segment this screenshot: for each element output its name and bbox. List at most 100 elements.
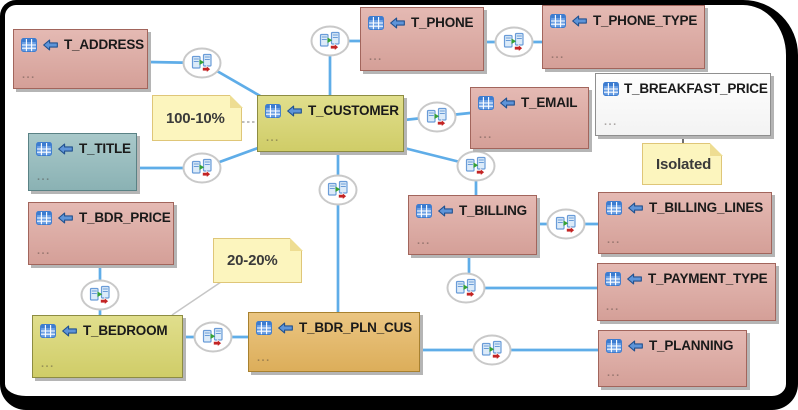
table-icon <box>603 82 619 97</box>
table-icon <box>21 38 37 53</box>
entity-title-row: T_BEDROOM <box>33 316 182 339</box>
shortcut-arrow-icon <box>43 39 58 51</box>
entity-t_payment_type[interactable]: T_PAYMENT_TYPE... <box>597 263 776 321</box>
link-green-arrow-icon <box>473 162 479 168</box>
entity-t_bdr_price[interactable]: T_BDR_PRICE... <box>28 202 174 265</box>
shortcut-arrow-icon <box>58 143 73 155</box>
entity-label: T_ADDRESS <box>64 37 144 52</box>
table-icon <box>36 142 52 157</box>
entity-t_email[interactable]: T_EMAIL... <box>470 87 589 149</box>
link-card-lines <box>193 56 210 62</box>
reference-link-icon[interactable] <box>182 47 222 79</box>
note-20-20[interactable]: 20-20% <box>213 237 303 283</box>
link-green-arrow-icon <box>327 37 333 43</box>
entity-t_breakfast_price[interactable]: T_BREAKFAST_PRICE... <box>595 73 771 136</box>
entity-title-row: T_ADDRESS <box>14 30 147 53</box>
table-icon <box>606 339 622 354</box>
link-red-arrow-icon <box>466 290 475 299</box>
reference-link-icon[interactable] <box>182 152 222 184</box>
reference-link-icon[interactable] <box>318 174 358 206</box>
shortcut-arrow-icon <box>628 340 643 352</box>
entity-t_phone_type[interactable]: T_PHONE_TYPE... <box>542 5 705 69</box>
note-link-notelink-20-20-bedroom <box>171 281 222 316</box>
entity-label: T_TITLE <box>79 141 131 156</box>
entity-label: T_PHONE <box>411 15 474 30</box>
entity-label: T_PAYMENT_TYPE <box>648 271 768 286</box>
entity-attributes-placeholder: ... <box>369 51 383 63</box>
entity-label: T_BEDROOM <box>83 323 168 338</box>
note-label: Isolated <box>656 155 712 173</box>
entity-t_planning[interactable]: T_PLANNING... <box>598 330 747 387</box>
table-icon <box>416 204 432 219</box>
note-isolated[interactable]: Isolated <box>642 142 723 185</box>
entity-attributes-placeholder: ... <box>41 358 55 370</box>
link-red-arrow-icon <box>213 339 222 348</box>
table-icon <box>605 272 621 287</box>
entity-t_address[interactable]: T_ADDRESS... <box>13 29 148 89</box>
link-green-arrow-icon <box>199 59 205 65</box>
shortcut-arrow-icon <box>500 97 515 109</box>
link-green-arrow-icon <box>97 291 103 297</box>
reference-link-icon[interactable] <box>80 279 120 311</box>
entity-title-row: T_PLANNING <box>599 331 746 354</box>
link-red-arrow-icon <box>566 226 575 235</box>
reference-link-icon[interactable] <box>456 150 496 182</box>
shortcut-arrow-icon <box>278 322 293 334</box>
link-red-arrow-icon <box>330 43 339 52</box>
entity-attributes-placeholder: ... <box>604 116 618 128</box>
table-icon <box>256 321 272 336</box>
entity-label: T_BREAKFAST_PRICE <box>624 81 768 96</box>
entity-t_phone[interactable]: T_PHONE... <box>360 7 484 71</box>
entity-attributes-placeholder: ... <box>37 171 51 183</box>
link-red-arrow-icon <box>338 192 347 201</box>
entity-t_title[interactable]: T_TITLE... <box>28 133 137 191</box>
reference-link-icon[interactable] <box>446 272 486 304</box>
entity-title-row: T_CUSTOMER <box>258 96 403 119</box>
entity-title-row: T_BILLING_LINES <box>599 193 771 216</box>
entity-t_billing[interactable]: T_BILLING... <box>408 195 537 255</box>
entity-t_bedroom[interactable]: T_BEDROOM... <box>32 315 183 378</box>
note-100-10[interactable]: 100-10% <box>152 94 243 141</box>
entity-label: T_BILLING_LINES <box>649 200 764 215</box>
entity-attributes-placeholder: ... <box>417 235 431 247</box>
link-green-arrow-icon <box>335 186 341 192</box>
entity-title-row: T_BDR_PRICE <box>29 203 173 226</box>
reference-link-icon[interactable] <box>310 25 350 57</box>
entity-attributes-placeholder: ... <box>22 69 36 81</box>
link-card-lines <box>467 159 484 165</box>
shortcut-arrow-icon <box>627 273 642 285</box>
entity-label: T_BDR_PRICE <box>79 210 171 225</box>
link-card-lines <box>321 34 338 40</box>
entity-title-row: T_PHONE_TYPE <box>543 6 704 29</box>
entity-attributes-placeholder: ... <box>479 129 493 141</box>
link-red-arrow-icon <box>202 65 211 74</box>
entity-t_customer[interactable]: T_CUSTOMER... <box>257 95 404 152</box>
table-icon <box>606 201 622 216</box>
reference-link-icon[interactable] <box>494 26 534 58</box>
table-icon <box>478 96 494 111</box>
entity-title-row: T_PAYMENT_TYPE <box>598 264 775 287</box>
link-green-arrow-icon <box>511 38 517 44</box>
reference-link-icon[interactable] <box>193 321 233 353</box>
table-icon <box>550 14 566 29</box>
link-card-lines <box>557 217 574 223</box>
link-card-lines <box>329 183 346 189</box>
entity-attributes-placeholder: ... <box>551 49 565 61</box>
reference-link-icon[interactable] <box>546 208 586 240</box>
link-red-arrow-icon <box>202 170 211 179</box>
entity-title-row: T_EMAIL <box>471 88 588 111</box>
entity-t_billing_lines[interactable]: T_BILLING_LINES... <box>598 192 772 254</box>
entity-t_bdr_pln_cus[interactable]: T_BDR_PLN_CUS... <box>248 312 420 372</box>
link-green-arrow-icon <box>210 333 216 339</box>
reference-link-icon[interactable] <box>472 334 512 366</box>
entity-attributes-placeholder: ... <box>606 301 620 313</box>
reference-link-icon[interactable] <box>417 101 457 133</box>
entity-title-row: T_TITLE <box>29 134 136 157</box>
link-green-arrow-icon <box>563 220 569 226</box>
shortcut-arrow-icon <box>572 15 587 27</box>
link-card-lines <box>91 288 108 294</box>
shortcut-arrow-icon <box>438 205 453 217</box>
link-red-arrow-icon <box>514 44 523 53</box>
table-icon <box>368 16 384 31</box>
